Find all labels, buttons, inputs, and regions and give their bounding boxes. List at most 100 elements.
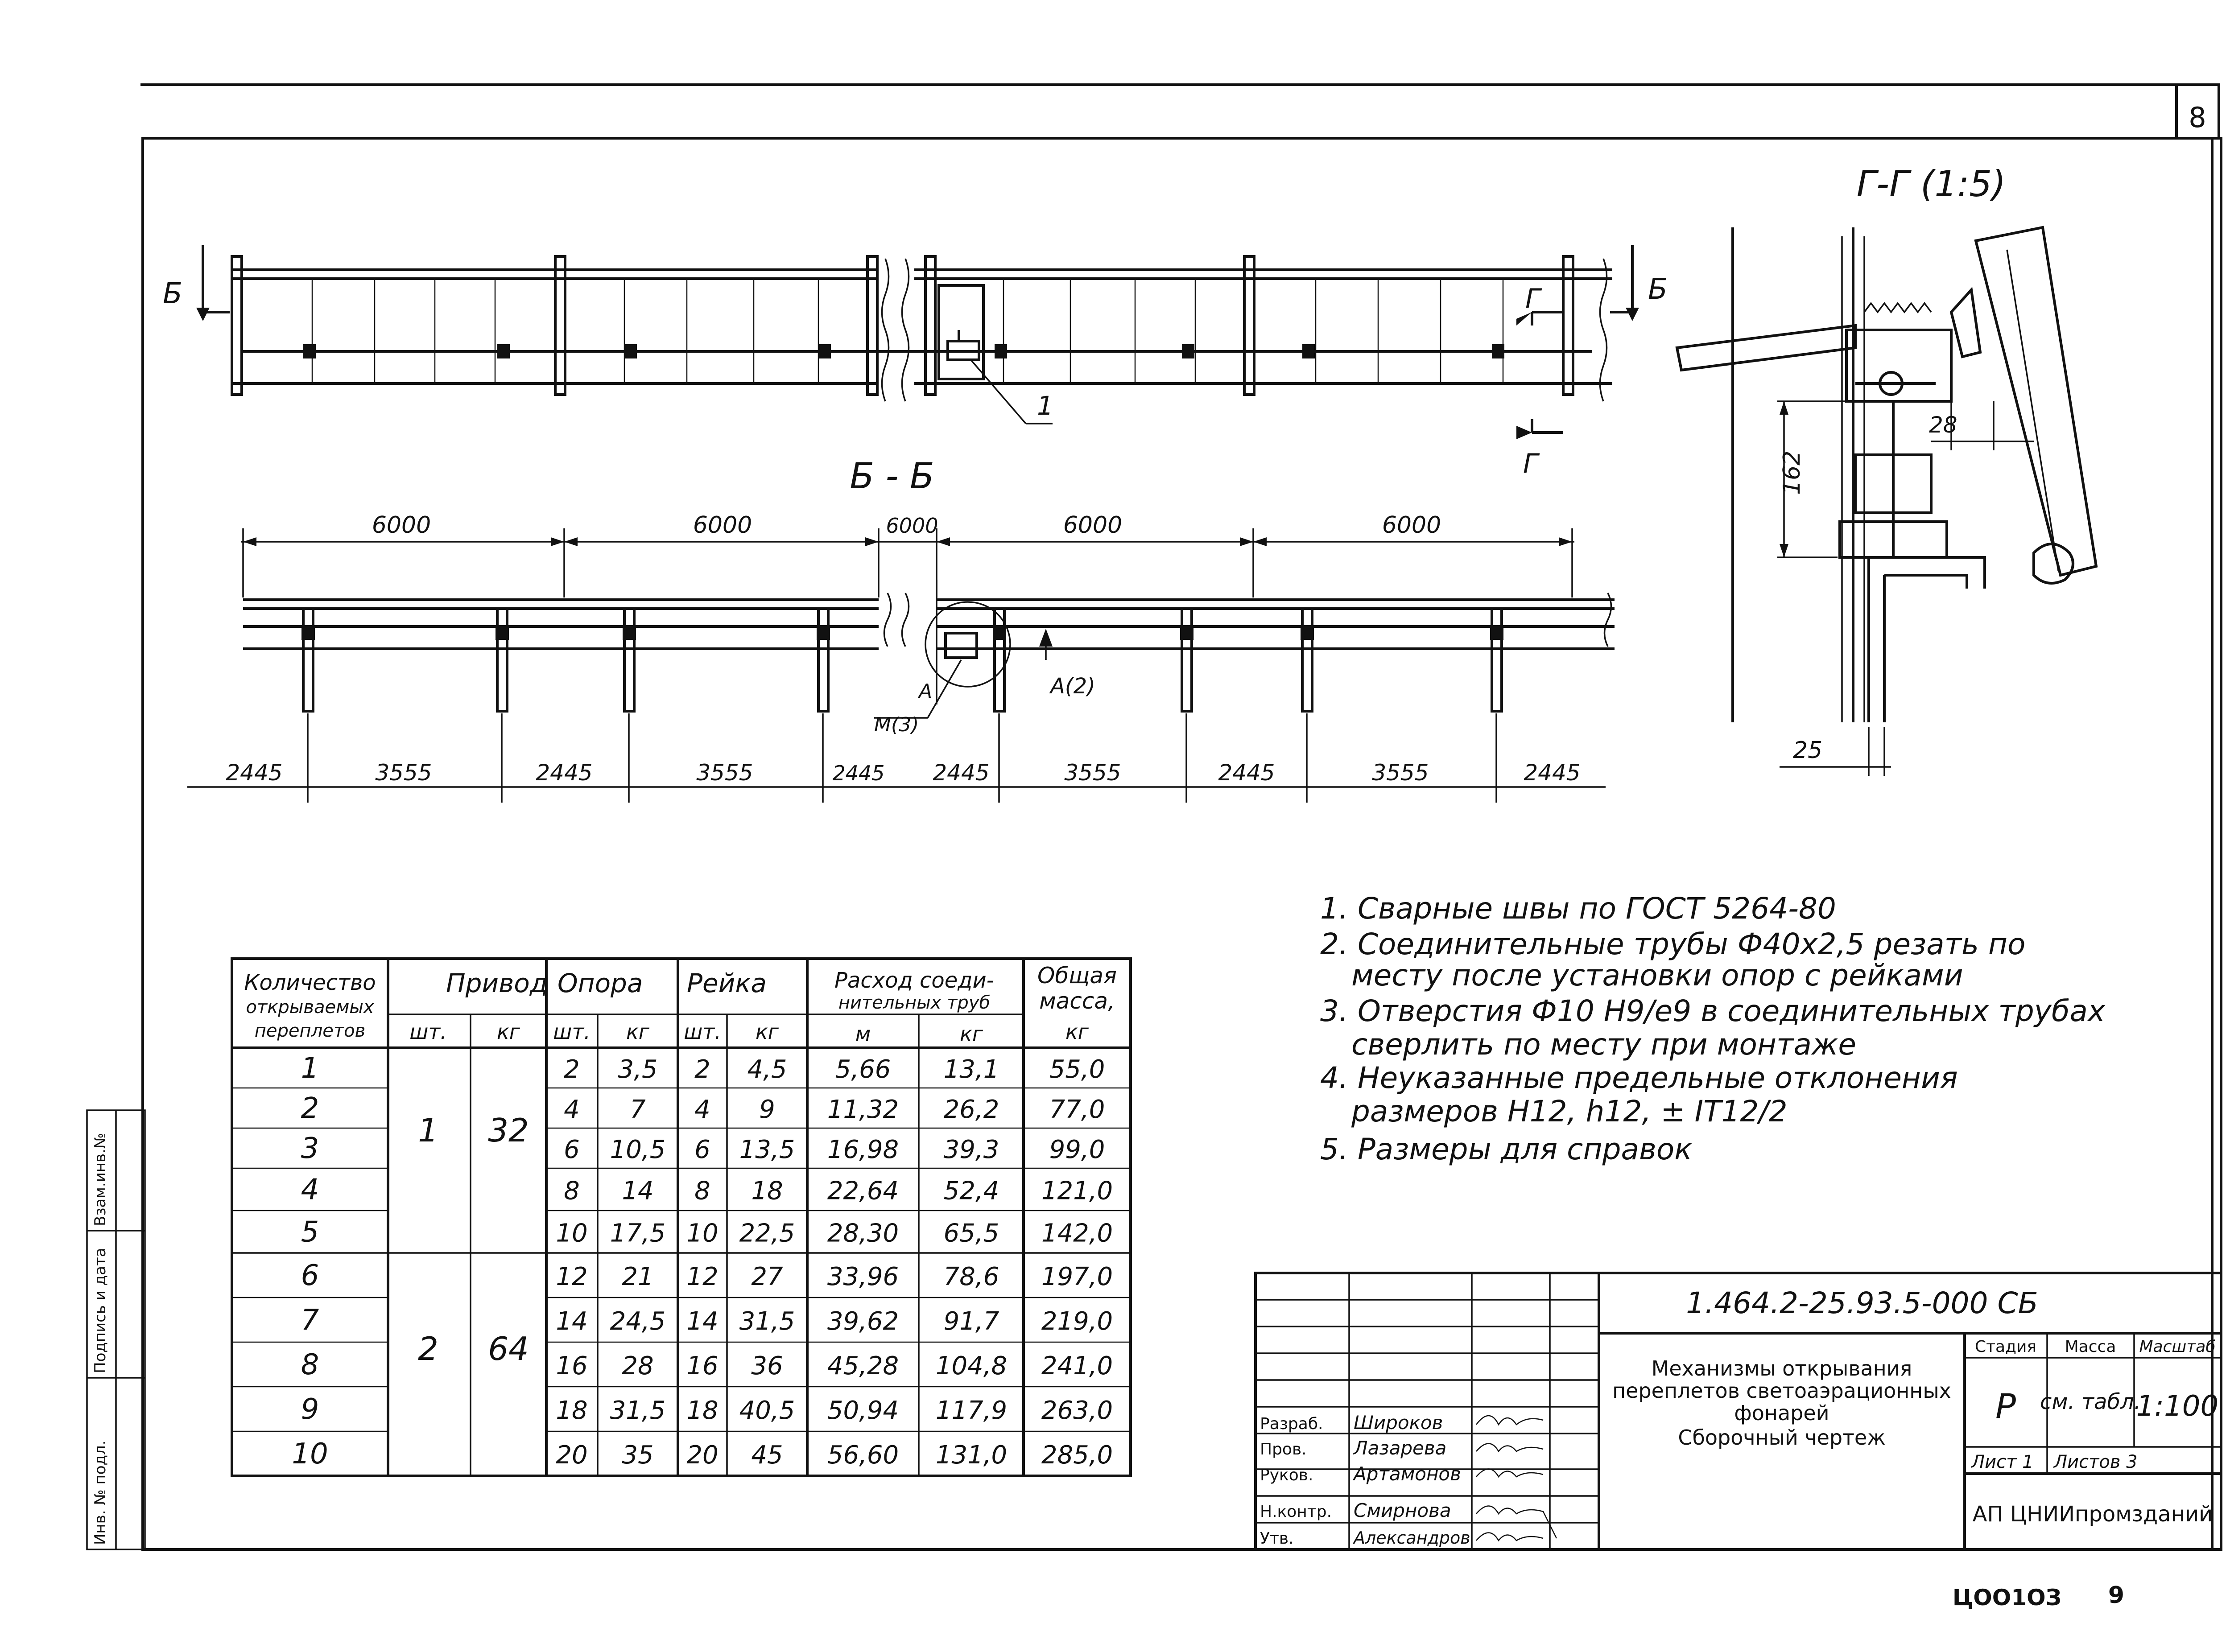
section-bb-bottom-dim-6: 2445 (933, 760, 989, 786)
table-cell-reyka-kg: 18 (751, 1177, 783, 1206)
sheet-number: 8 (2189, 101, 2206, 134)
table-cell-opora-sht: 14 (556, 1307, 587, 1336)
table-cell-reyka-kg: 27 (751, 1262, 783, 1291)
table-cell-opora-sht: 8 (564, 1177, 580, 1206)
table-cell-reyka-sht: 10 (686, 1219, 718, 1248)
table-cell-opora-sht: 2 (564, 1055, 580, 1084)
table-cell-reyka-kg: 31,5 (739, 1307, 795, 1336)
table-header-col1-3: переплетов (255, 1021, 365, 1041)
section-bb-bottom-dim-4: 3555 (696, 760, 753, 786)
title-scale-label: Масштаб (2139, 1338, 2215, 1356)
section-bb-bottom-dim-2: 3555 (375, 760, 432, 786)
side-stamp: Взам.инв.№ Подпись и дата Инв. № подл. (86, 1109, 146, 1550)
table-cell-reyka-sht: 8 (694, 1177, 710, 1206)
section-bb-detail-a: A (917, 680, 932, 703)
table-cell-total-mass: 121,0 (1041, 1177, 1113, 1206)
table-cell-reyka-sht: 6 (694, 1135, 710, 1164)
title-sheet-label: Лист 1 (1970, 1452, 2034, 1472)
note-line-2: 2. Соединительные трубы Ф40х2,5 резать п… (1320, 927, 2025, 961)
side-stamp-text-1: Взам.инв.№ (91, 1133, 109, 1226)
table-cell-pipe-kg: 104,8 (936, 1351, 1007, 1380)
table-cell-reyka-sht: 16 (686, 1351, 718, 1380)
table-cell-opora-kg: 3,5 (618, 1055, 657, 1084)
table-cell-opora-kg: 7 (630, 1095, 646, 1124)
table-cell-count: 9 (301, 1393, 319, 1426)
table-cell-reyka-sht: 20 (686, 1441, 718, 1470)
table-cell-reyka-sht: 14 (686, 1307, 718, 1336)
table-cell-reyka-sht: 12 (686, 1262, 718, 1291)
title-name-line-1: Механизмы открывания (1652, 1356, 1912, 1380)
table-cell-opora-sht: 10 (556, 1219, 587, 1248)
title-name-approver: Александров (1352, 1528, 1470, 1548)
title-stage-label: Стадия (1975, 1338, 2036, 1356)
table-cell-opora-kg: 31,5 (610, 1396, 666, 1425)
title-stage-value: Р (1995, 1386, 2016, 1426)
table-cell-pipe-kg: 117,9 (936, 1396, 1007, 1425)
plan-callout-1: 1 (1037, 391, 1053, 421)
table-cell-reyka-kg: 9 (759, 1095, 775, 1124)
table-cell-opora-sht: 4 (564, 1095, 580, 1124)
page-number: 9 (2108, 1582, 2124, 1609)
table-header-col1-2: открываемых (246, 997, 374, 1018)
section-bb-bottom-dim-1: 2445 (226, 760, 282, 786)
table-privod-group2-kg: 64 (488, 1330, 529, 1368)
title-name-line-3: фонарей (1734, 1401, 1829, 1425)
table-header-opora: Опора (558, 968, 643, 998)
table-cell-reyka-sht: 2 (694, 1055, 710, 1084)
table-subheader-reyka-kg: кг (756, 1020, 779, 1044)
table-cell-pipe-m: 5,66 (835, 1055, 891, 1084)
plan-view: 1 Б Б Г Г (163, 245, 1668, 479)
section-bb-title: Б - Б (850, 455, 934, 497)
table-cell-opora-kg: 14 (622, 1177, 653, 1206)
table-cell-pipe-m: 11,32 (827, 1095, 899, 1124)
section-bb-top-dim-5: 6000 (1382, 512, 1441, 539)
table-cell-opora-sht: 20 (556, 1441, 587, 1470)
section-gg-dim-162: 162 (1779, 451, 1805, 495)
table-cell-count: 6 (301, 1259, 319, 1292)
table-cell-reyka-kg: 22,5 (739, 1219, 795, 1248)
table-cell-reyka-kg: 13,5 (739, 1135, 795, 1164)
table-subheader-raskhod-kg: кг (960, 1022, 983, 1046)
side-stamp-text-2: Подпись и дата (91, 1248, 109, 1373)
notes: 1. Сварные швы по ГОСТ 5264-80 2. Соедин… (1320, 891, 2106, 1166)
section-gg-title: Г-Г (1:5) (1857, 163, 2006, 205)
table-cell-pipe-kg: 78,6 (944, 1262, 999, 1291)
table-subheader-raskhod-m: м (855, 1022, 871, 1046)
table-cell-opora-kg: 35 (622, 1441, 653, 1470)
title-name-head: Артамонов (1352, 1463, 1461, 1485)
note-line-3: месту после установки опор с рейками (1351, 958, 1963, 993)
title-name-norm-control: Смирнова (1354, 1500, 1451, 1521)
table-cell-reyka-sht: 4 (694, 1095, 710, 1124)
side-stamp-text-3: Инв. № подл. (91, 1440, 109, 1545)
plan-section-mark-bottom: Г (1523, 448, 1540, 479)
table-cell-pipe-m: 16,98 (827, 1135, 899, 1164)
table-cell-pipe-kg: 52,4 (944, 1177, 999, 1206)
title-block: 1.464.2-25.93.5-000 СБ Механизмы открыва… (1254, 1272, 2222, 1551)
table-cell-pipe-kg: 39,3 (944, 1135, 999, 1164)
table-cell-reyka-kg: 36 (751, 1351, 783, 1380)
table-cell-opora-sht: 12 (556, 1262, 587, 1291)
title-name-checker: Лазарева (1353, 1437, 1446, 1459)
table-cell-pipe-kg: 13,1 (944, 1055, 999, 1084)
table-cell-total-mass: 241,0 (1041, 1351, 1113, 1380)
table-cell-pipe-kg: 65,5 (944, 1219, 999, 1248)
title-mass-label: Масса (2065, 1338, 2116, 1356)
note-line-5: сверлить по месту при монтаже (1351, 1027, 1856, 1062)
section-bb-bottom-dim-8: 2445 (1218, 760, 1275, 786)
table-header-privod: Привод (446, 968, 548, 998)
title-role-head: Руков. (1260, 1466, 1313, 1484)
section-bb-top-dim-4: 6000 (1063, 512, 1122, 539)
table-cell-count: 7 (301, 1304, 319, 1337)
title-name-line-4: Сборочный чертеж (1678, 1425, 1885, 1450)
table-cell-count: 1 (301, 1052, 319, 1085)
table-cell-opora-kg: 10,5 (610, 1135, 666, 1164)
table-cell-pipe-m: 28,30 (827, 1219, 899, 1248)
table-subheader-opora-kg: кг (626, 1020, 650, 1044)
table-cell-total-mass: 197,0 (1041, 1262, 1113, 1291)
section-bb-top-dim-3: 6000 (886, 514, 938, 538)
title-mass-value: см. табл. (2040, 1389, 2141, 1414)
table-cell-pipe-kg: 26,2 (944, 1095, 999, 1124)
table-cell-reyka-kg: 45 (751, 1441, 783, 1470)
table-cell-pipe-m: 39,62 (827, 1307, 899, 1336)
